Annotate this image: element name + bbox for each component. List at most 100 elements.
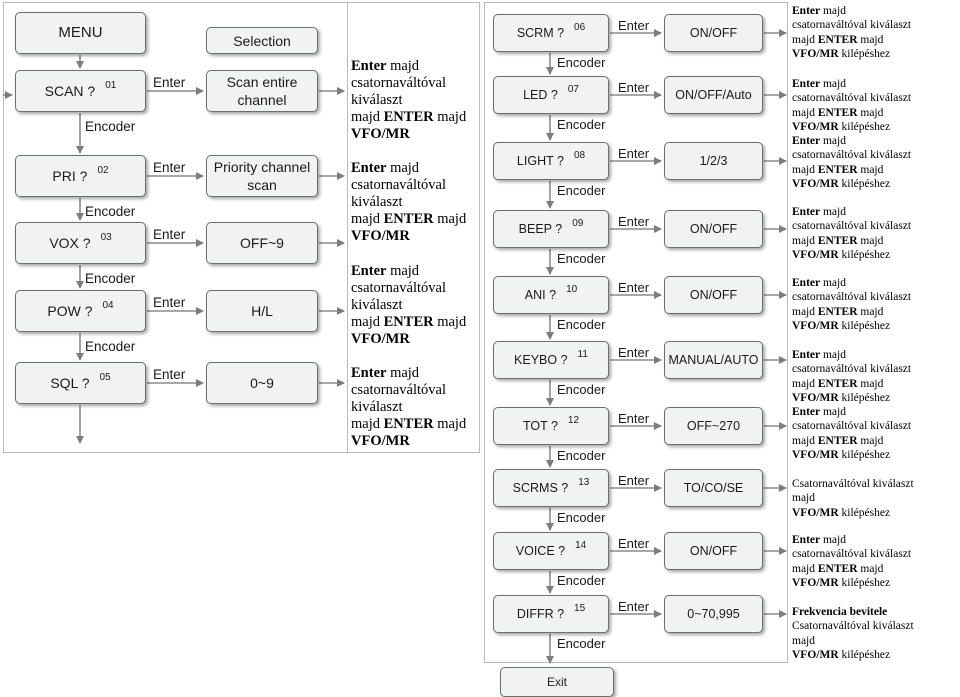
pri-description: Enter majd csatornaváltóval kiválaszt ma… [351,160,467,244]
ani-label: ANI ? [524,288,557,302]
menu-item-keybo[interactable]: KEYBO ?11 [493,341,609,379]
enter-label-keybo: Enter [618,345,650,360]
pow-label: POW ? [47,303,93,319]
scrm-number: 06 [574,22,586,33]
menu-item-tot[interactable]: TOT ? 12 [493,407,609,445]
light-number: 08 [573,150,586,161]
encoder-label-vox: Encoder [85,271,136,286]
menu-item-vox[interactable]: VOX ? 03 [15,222,146,264]
left-desc-frame [347,2,480,453]
enter-label-ani: Enter [618,280,650,295]
enter-label-tot: Enter [618,411,650,426]
value-box-sql[interactable]: 0~9 [206,362,318,404]
scan-label: SCAN ? [44,83,96,99]
enter-label-pow: Enter [153,295,186,310]
menu-item-scan[interactable]: SCAN ?01 [15,70,146,112]
scrms-description: Csatornaváltóval kiválaszt majd VFO/MR k… [792,478,914,519]
encoder-label-scan: Encoder [85,119,136,134]
encoder-label-ani: Encoder [557,317,606,332]
diffr-description: Frekvencia bevitele Csatornaváltóval kiv… [792,606,914,661]
light-label: LIGHT ? [516,154,564,168]
diffr-number: 15 [574,603,586,614]
enter-label-sql: Enter [153,367,186,382]
enter-label-scrms: Enter [618,473,650,488]
sql-label: SQL ? [50,375,90,391]
pow-description: Enter majd csatornaváltóval kiválaszt ma… [351,263,467,347]
value-box-pow[interactable]: H/L [206,290,318,332]
menu-item-sql[interactable]: SQL ? 05 [15,362,146,404]
menu-item-diffr[interactable]: DIFFR ?15 [493,595,609,633]
encoder-label-tot: Encoder [557,448,606,463]
value-box-tot[interactable]: OFF~270 [664,407,763,445]
voice-number: 14 [575,540,587,551]
enter-label-scrm: Enter [618,18,650,33]
sql-description: Enter majd csatornaváltóval kiválaszt ma… [351,365,467,449]
keybo-number: 11 [577,349,588,360]
pow-number: 04 [102,300,114,311]
enter-label-diffr: Enter [618,599,650,614]
value-box-scan[interactable]: Scan entire channel [206,70,318,112]
encoder-label-light: Encoder [557,183,606,198]
encoder-label-led: Encoder [557,117,606,132]
led-number: 07 [567,84,579,95]
vox-number: 03 [100,232,112,243]
encoder-label-pow: Encoder [85,339,136,354]
vox-label: VOX ? [49,235,91,251]
beep-label: BEEP ? [518,222,563,236]
value-box-vox[interactable]: OFF~9 [206,222,318,264]
enter-label-light: Enter [618,146,650,161]
menu-item-pri[interactable]: PRI ? 02 [15,155,146,197]
encoder-label-scrm: Encoder [557,55,606,70]
menu-item-ani[interactable]: ANI ? 10 [493,276,609,314]
encoder-label-beep: Encoder [557,251,606,266]
menu-item-beep[interactable]: BEEP ? 09 [493,210,609,248]
encoder-label-voice: Encoder [557,573,606,588]
tot-label: TOT ? [522,419,558,433]
value-box-keybo[interactable]: MANUAL/AUTO [664,341,763,379]
tot-number: 12 [567,415,580,426]
enter-label-pri: Enter [153,160,186,175]
value-box-light[interactable]: 1/2/3 [664,142,763,180]
ani-number: 10 [566,284,578,295]
menu-item-pow[interactable]: POW ? 04 [15,290,146,332]
value-box-scrm[interactable]: ON/OFF [664,14,763,52]
enter-label-scan: Enter [153,75,186,90]
pri-number: 02 [97,165,109,176]
menu-item-light[interactable]: LIGHT ? 08 [493,142,609,180]
exit-box[interactable]: Exit [500,667,614,697]
scrms-label: SCRMS ? [512,481,569,495]
menu-item-scrm[interactable]: SCRM ? 06 [493,14,609,52]
pri-label: PRI ? [52,168,88,184]
right-panel-frame [484,2,788,663]
selection-header-box: Selection [206,27,318,54]
value-box-scrms[interactable]: TO/CO/SE [664,469,763,507]
scrm-label: SCRM ? [516,26,565,40]
enter-label-vox: Enter [153,227,186,242]
value-box-pri[interactable]: Priority channel scan [206,155,318,197]
encoder-label-scrms: Encoder [557,510,606,525]
menu-item-voice[interactable]: VOICE ?14 [493,532,609,570]
value-box-ani[interactable]: ON/OFF [664,276,763,314]
encoder-label-diffr: Encoder [557,636,606,651]
encoder-label-pri: Encoder [85,204,136,219]
beep-number: 09 [572,218,584,229]
menu-item-scrms[interactable]: SCRMS ? 13 [493,469,609,507]
value-box-led[interactable]: ON/OFF/Auto [664,76,763,114]
sql-number: 05 [99,372,111,383]
value-box-beep[interactable]: ON/OFF [664,210,763,248]
scrms-number: 13 [578,477,590,488]
menu-box: MENU [15,12,146,54]
value-box-voice[interactable]: ON/OFF [664,532,763,570]
menu-item-led[interactable]: LED ?07 [493,76,609,114]
value-box-diffr[interactable]: 0~70,995 [664,595,763,633]
enter-label-beep: Enter [618,214,650,229]
